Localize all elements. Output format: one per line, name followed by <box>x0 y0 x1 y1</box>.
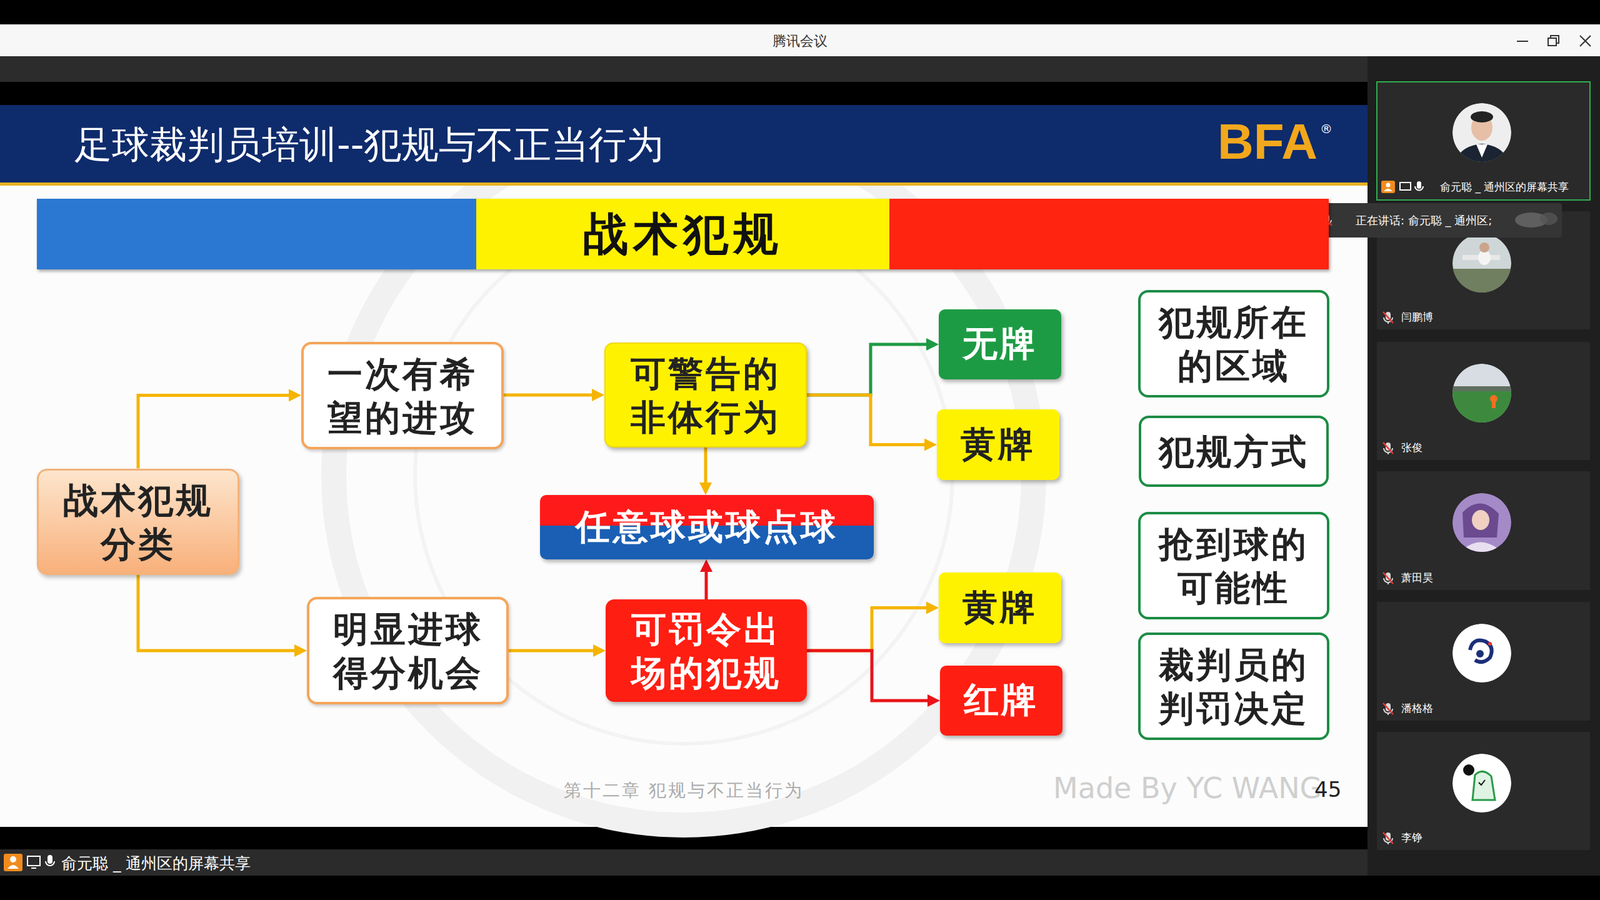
node-text: 犯规方式 <box>1158 429 1309 474</box>
node-text: 张俊 <box>1401 440 1423 455</box>
window-title: 腾讯会议 <box>772 31 828 51</box>
logo-text: BFA <box>1217 113 1318 171</box>
node-text: 战术犯规 <box>583 204 784 265</box>
connector-arrow <box>704 447 708 487</box>
node-text: 一次有希望的进攻 <box>315 351 490 440</box>
participant-tile: 潘格格 <box>1376 601 1590 721</box>
node-text: 可罚令出场的犯规 <box>616 606 796 695</box>
connector-arrow <box>806 608 930 652</box>
restart-box: 任意球或球点球 <box>540 495 874 560</box>
node-text: 潘格格 <box>1401 701 1434 716</box>
avatar <box>1452 103 1512 164</box>
node-text: 红牌 <box>963 676 1039 725</box>
red-card-box: 红牌 <box>940 665 1063 736</box>
chapter-footer: 第十二章 犯规与不正当行为 <box>563 778 804 803</box>
node-text: 战术犯规分类 <box>50 478 227 566</box>
slide-title: 足球裁判员培训--犯规与不正当行为 <box>74 120 664 171</box>
situation-box: 一次有希望的进攻 <box>301 341 504 450</box>
avatar <box>1452 493 1512 554</box>
avatar <box>1450 363 1519 429</box>
connector-arrow <box>806 395 929 445</box>
factor-box: 抢到球的可能性 <box>1138 511 1330 620</box>
factor-box: 犯规所在的区域 <box>1138 290 1330 398</box>
no-card-box: 无牌 <box>938 309 1062 380</box>
yellow-card-box: 黄牌 <box>936 409 1060 480</box>
node-text: 裁判员的判罚决定 <box>1153 642 1315 730</box>
participant-tile: 李铮 <box>1376 731 1590 850</box>
speaking-tooltip-ground <box>1309 203 1562 238</box>
node-text: 犯规所在的区域 <box>1153 300 1315 388</box>
registered-mark: ® <box>1320 121 1333 137</box>
node-text: 李铮 <box>1401 830 1423 845</box>
node-text: 明显进球得分机会 <box>320 606 495 695</box>
avatar <box>1452 623 1512 683</box>
participant-tile: 张俊 <box>1376 341 1590 460</box>
avatar <box>1450 233 1519 300</box>
title-bar <box>0 24 1600 57</box>
node-text: 黄牌 <box>962 584 1038 632</box>
offence-box: 可警告的非体行为 <box>604 342 807 448</box>
node-text: 闫鹏博 <box>1401 310 1434 325</box>
category-box: 战术犯规分类 <box>36 468 240 575</box>
connector-arrow <box>705 568 709 600</box>
connector-arrow <box>806 344 930 395</box>
connector-arrow <box>503 393 596 397</box>
share-status: 俞元聪 _ 通州区的屏幕共享 <box>61 853 251 874</box>
speaking-tooltip: 正在讲话: 俞元聪 _ 通州区; <box>1309 203 1562 238</box>
connector-arrow <box>138 575 299 652</box>
node-text: 无牌 <box>962 320 1038 369</box>
node-text: 正在讲话: 俞元聪 _ 通州区; <box>1355 213 1492 229</box>
toolbar-strip <box>0 56 1368 82</box>
category-band: 战术犯规 <box>36 198 1329 270</box>
author-note: Made By YC WANG <box>1053 771 1322 805</box>
video-tiles <box>1376 81 1590 850</box>
node-text: 任意球或球点球 <box>575 503 839 552</box>
participant-tile: 闫鹏博 <box>1376 211 1590 330</box>
page-number: 45 <box>1314 776 1342 802</box>
offence-box: 可罚令出场的犯规 <box>605 599 807 702</box>
participant-tile: 萧田昊 <box>1376 471 1590 590</box>
slide <box>0 105 1368 827</box>
situation-box: 明显进球得分机会 <box>306 596 509 705</box>
factor-box: 裁判员的判罚决定 <box>1138 632 1330 740</box>
node-text: 抢到球的可能性 <box>1153 521 1315 610</box>
tile-icons <box>1381 180 1424 845</box>
node-text: 俞元聪 _ 通州区的屏幕共享 <box>1440 180 1569 195</box>
node-text: 可警告的非体行为 <box>616 351 795 439</box>
avatar <box>1452 753 1512 813</box>
participant-tile: 俞元聪 _ 通州区的屏幕共享 <box>1376 81 1590 200</box>
connector-arrow <box>138 395 293 469</box>
node-text: 黄牌 <box>960 421 1036 469</box>
connector-arrow <box>806 650 932 701</box>
participant-panel <box>1367 56 1600 876</box>
share-bar <box>0 849 1368 876</box>
yellow-card-box: 黄牌 <box>938 572 1062 644</box>
connector-arrow <box>508 649 597 653</box>
factor-box: 犯规方式 <box>1138 415 1329 487</box>
node-text: 萧田昊 <box>1401 570 1434 585</box>
